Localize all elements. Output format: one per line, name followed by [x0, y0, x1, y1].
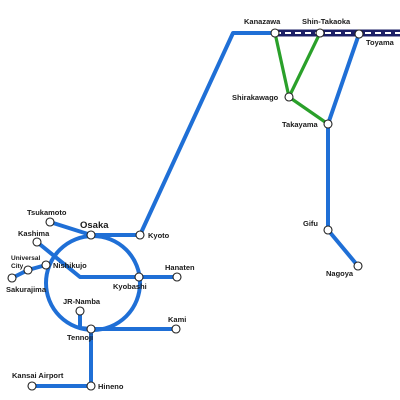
line-takayama-nagoya: [326, 122, 360, 268]
station-labels: Kanazawa Shin-Takaoka Toyama Shirakawago…: [6, 17, 395, 391]
label-universal: Universal: [11, 255, 40, 262]
label-city: City: [11, 263, 24, 270]
label-gifu: Gifu: [303, 219, 318, 228]
station-kami[interactable]: [171, 324, 181, 334]
station-nishikujo[interactable]: [41, 260, 51, 270]
station-tsukamoto[interactable]: [45, 217, 55, 227]
label-jr-namba: JR-Namba: [63, 297, 101, 306]
label-takayama: Takayama: [282, 120, 319, 129]
label-kyoto: Kyoto: [148, 231, 170, 240]
line-tsukamoto-osaka: [48, 220, 93, 237]
label-hineno: Hineno: [98, 382, 124, 391]
line-kashima-kyobashi: [35, 240, 141, 279]
station-nagoya[interactable]: [353, 261, 363, 271]
station-shin-takaoka[interactable]: [315, 28, 325, 38]
label-shirakawago: Shirakawago: [232, 93, 279, 102]
label-nishikujo: Nishikujo: [53, 261, 87, 270]
station-toyama[interactable]: [354, 29, 364, 39]
line-toyama-takayama: [326, 32, 361, 126]
label-kashima: Kashima: [18, 229, 50, 238]
station-takayama[interactable]: [323, 119, 333, 129]
station-shirakawago[interactable]: [284, 92, 294, 102]
station-kyobashi[interactable]: [134, 272, 144, 282]
station-hanaten[interactable]: [172, 272, 182, 282]
station-osaka[interactable]: [86, 230, 96, 240]
station-gifu[interactable]: [323, 225, 333, 235]
label-toyama: Toyama: [366, 38, 395, 47]
stations: [7, 28, 364, 391]
line-shintakaoka-shirakawago: [287, 31, 322, 99]
station-kashima[interactable]: [32, 237, 42, 247]
shinkansen-line: [275, 29, 400, 37]
station-kanazawa[interactable]: [270, 28, 280, 38]
label-tsukamoto: Tsukamoto: [27, 208, 67, 217]
label-nagoya: Nagoya: [326, 269, 354, 278]
green-lines: [273, 31, 330, 126]
label-tennoji: Tennoji: [67, 333, 93, 342]
label-kami: Kami: [168, 315, 186, 324]
station-tennoji[interactable]: [86, 324, 96, 334]
station-kyoto[interactable]: [135, 230, 145, 240]
label-kansai-airport: Kansai Airport: [12, 371, 64, 380]
line-kyoto-kanazawa: [138, 31, 277, 237]
label-osaka: Osaka: [80, 220, 109, 231]
label-sakurajima: Sakurajima: [6, 285, 47, 294]
line-kanazawa-shirakawago: [273, 31, 291, 99]
station-universal-city[interactable]: [23, 265, 33, 275]
station-sakurajima[interactable]: [7, 273, 17, 283]
line-shirakawago-takayama: [287, 95, 330, 126]
label-kyobashi: Kyobashi: [113, 282, 147, 291]
label-hanaten: Hanaten: [165, 263, 195, 272]
label-shin-takaoka: Shin-Takaoka: [302, 17, 351, 26]
label-kanazawa: Kanazawa: [244, 17, 281, 26]
station-jr-namba[interactable]: [75, 306, 85, 316]
station-hineno[interactable]: [86, 381, 96, 391]
station-kansai-airport[interactable]: [27, 381, 37, 391]
